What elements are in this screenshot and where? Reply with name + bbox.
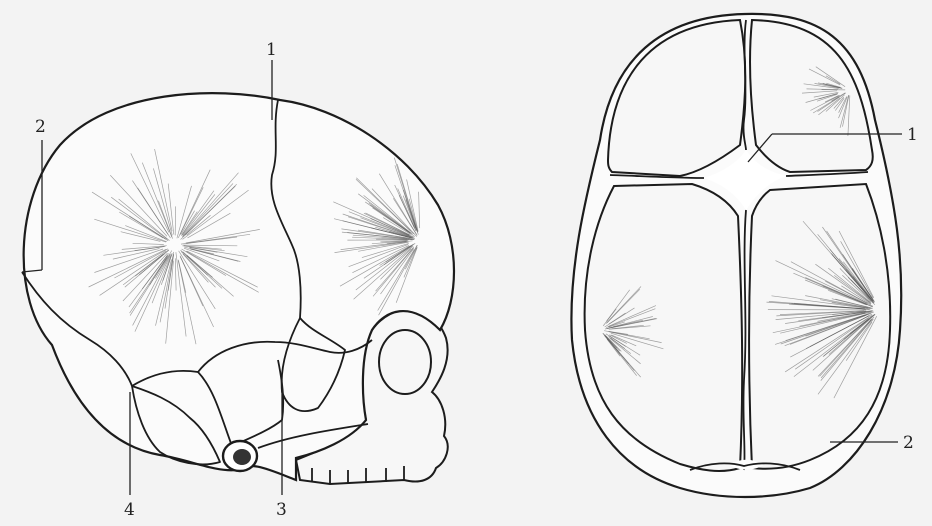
ear-canal-inner [233,449,251,465]
callout-2-label: 2 [35,117,46,137]
left-frontal-bone [608,20,745,176]
superior-callout-1-label: 1 [907,125,918,145]
callout-4-label: 4 [124,500,135,520]
superior-skull-view: 1 2 [571,14,917,497]
lateral-skull-view: 1 2 3 4 [22,40,454,520]
right-frontal-bone [750,20,873,172]
callout-3-label: 3 [276,500,287,520]
callout-1-label: 1 [266,40,277,60]
orbit [379,330,431,394]
superior-callout-2-label: 2 [903,433,914,453]
